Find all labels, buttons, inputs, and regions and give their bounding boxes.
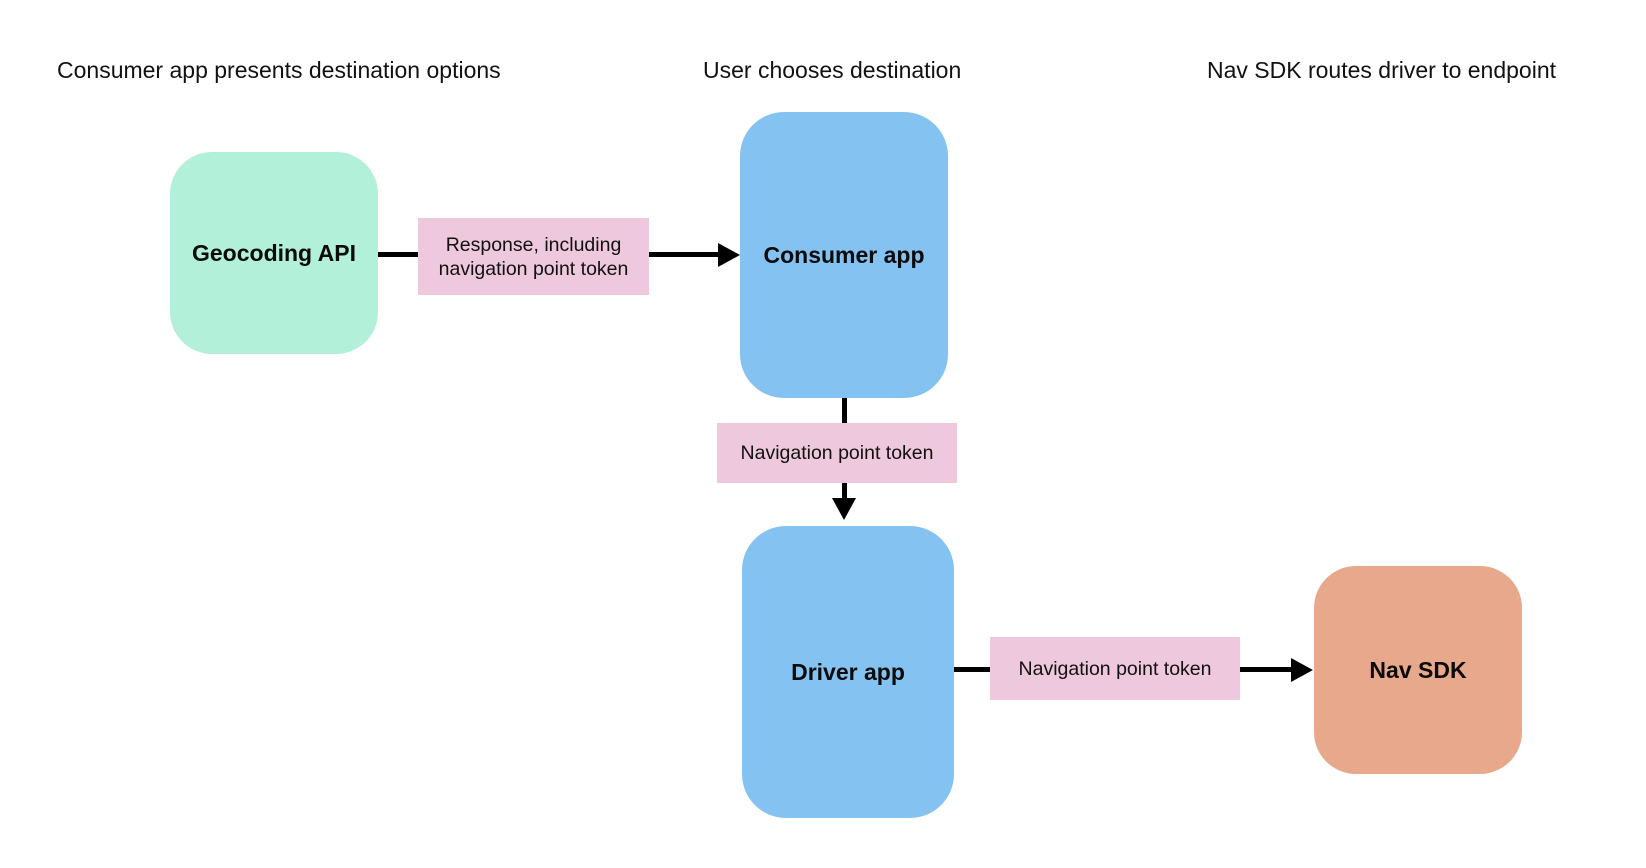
column-header-consumer-presents: Consumer app presents destination option… bbox=[57, 57, 501, 83]
arrowhead-right-icon bbox=[718, 243, 740, 267]
edge-label-navigation-point-token-2: Navigation point token bbox=[990, 637, 1240, 700]
edge-label-navigation-point-token-1: Navigation point token bbox=[717, 423, 957, 483]
node-driver-app-label: Driver app bbox=[791, 658, 905, 685]
node-geocoding-api-label: Geocoding API bbox=[192, 239, 356, 266]
column-header-user-chooses: User chooses destination bbox=[703, 57, 962, 83]
node-consumer-app-label: Consumer app bbox=[763, 241, 925, 268]
edge-label-response-token: Response, including navigation point tok… bbox=[418, 218, 649, 295]
node-consumer-app: Consumer app bbox=[740, 112, 948, 398]
column-header-navsdk-routes: Nav SDK routes driver to endpoint bbox=[1207, 57, 1557, 83]
arrowhead-down-icon bbox=[832, 498, 856, 520]
arrowhead-right-icon bbox=[1291, 658, 1313, 682]
node-nav-sdk: Nav SDK bbox=[1314, 566, 1522, 774]
node-geocoding-api: Geocoding API bbox=[170, 152, 378, 354]
node-nav-sdk-label: Nav SDK bbox=[1369, 656, 1467, 683]
node-driver-app: Driver app bbox=[742, 526, 954, 818]
